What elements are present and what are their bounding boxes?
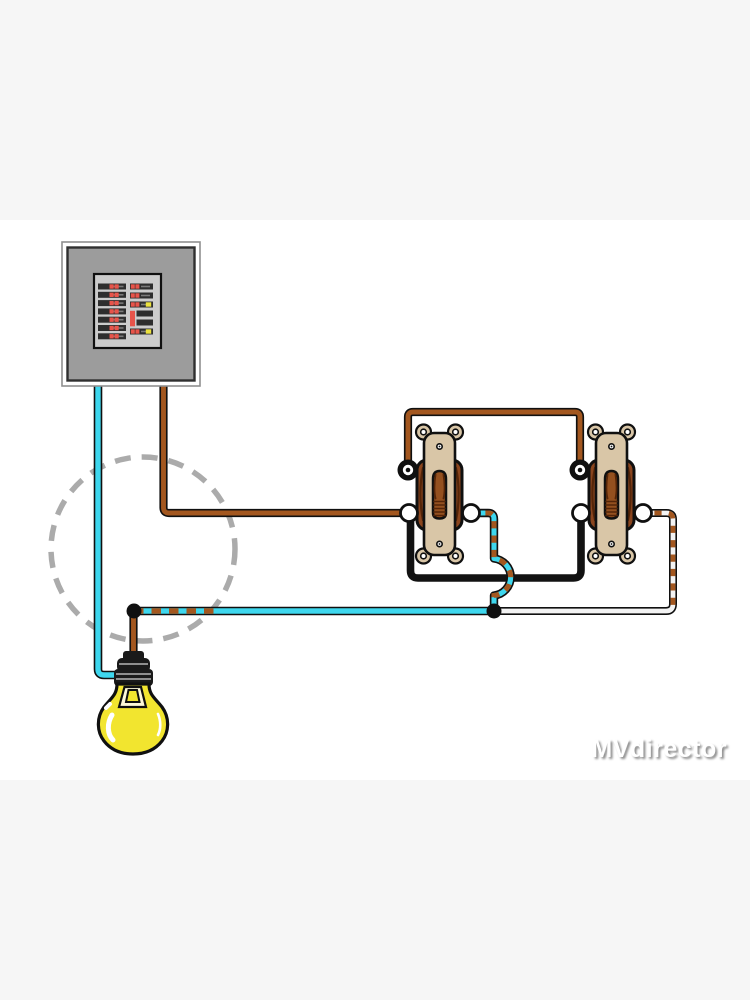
top-band	[0, 0, 750, 220]
junction-dot-right	[486, 603, 502, 619]
breaker-groove	[141, 303, 150, 306]
breaker-groove	[141, 294, 150, 297]
traveler-top-wire	[403, 407, 585, 472]
breaker-toggle	[109, 334, 114, 339]
breaker-toggle	[145, 329, 152, 334]
bulb-highlights	[104, 702, 162, 743]
breaker-toggle	[145, 302, 152, 307]
breaker-toggle	[135, 293, 140, 298]
breaker-toggle	[109, 309, 114, 314]
return-wire	[490, 509, 677, 615]
breaker-toggle	[135, 284, 140, 289]
traveler-striped-wire	[466, 508, 515, 616]
junction-dot-left	[126, 603, 142, 619]
light-bulb	[96, 651, 170, 756]
breaker-toggle	[109, 284, 114, 289]
breaker-row	[136, 310, 153, 317]
watermark-text: MVdirector	[591, 735, 727, 763]
breaker-toggle	[114, 300, 119, 306]
breaker-toggle	[130, 293, 135, 298]
breaker-red-strip	[130, 310, 135, 327]
breaker-toggle	[114, 334, 119, 339]
breaker-toggle	[114, 284, 119, 289]
fixture-boundary-circle	[48, 454, 238, 644]
switch-link-wire	[406, 511, 585, 582]
breaker-toggle	[135, 302, 140, 307]
breaker-toggle	[135, 329, 140, 334]
breaker-red-strip	[130, 310, 135, 327]
wires	[93, 373, 677, 680]
breaker-toggle	[114, 292, 119, 297]
breaker-groove	[141, 330, 150, 333]
breaker-toggle	[130, 284, 135, 289]
breaker-toggle	[109, 325, 114, 331]
breaker-panel	[61, 241, 201, 387]
bulb-filament-stem	[117, 685, 148, 709]
breaker-column-left	[98, 283, 126, 340]
neutral-wire	[93, 373, 121, 680]
breaker-groove	[141, 285, 150, 288]
breaker-toggle	[109, 300, 114, 306]
breaker-toggle	[130, 329, 135, 334]
hot-feed-wire	[159, 373, 408, 518]
breaker-row	[136, 319, 153, 326]
breaker-toggle	[114, 317, 119, 322]
breaker-toggle	[109, 317, 114, 322]
breaker-toggle	[109, 292, 114, 297]
lamp-socket	[114, 651, 153, 686]
breaker-toggle	[114, 325, 119, 331]
bottom-band	[0, 780, 750, 1000]
breaker-toggle	[130, 302, 135, 307]
breaker-column-right	[130, 283, 153, 335]
breaker-toggle	[114, 309, 119, 314]
bulb-glass	[96, 682, 170, 756]
